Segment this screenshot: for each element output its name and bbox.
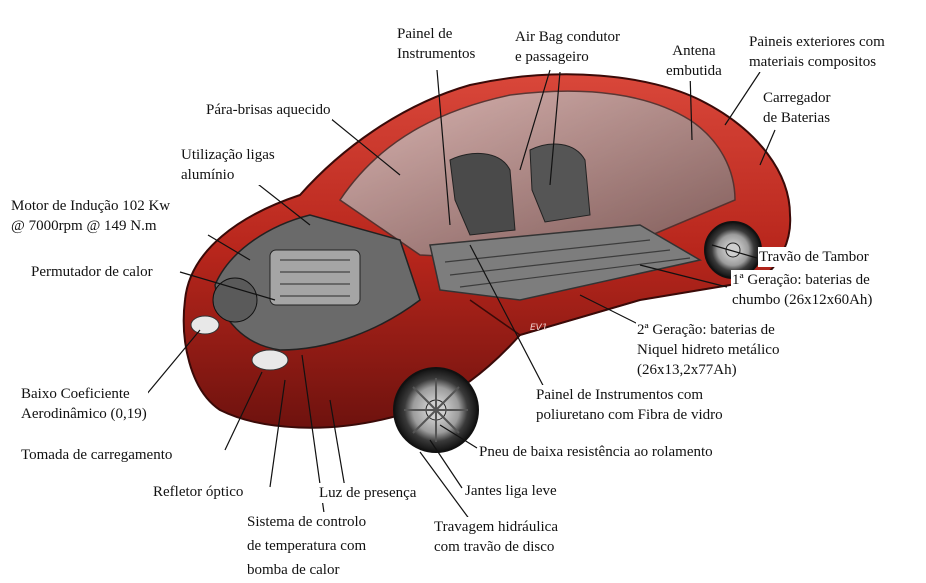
label-travagem: Travagem hidráulica com travão de disco xyxy=(433,517,559,557)
label-line: Carregador xyxy=(763,90,831,106)
label-sistema: Sistema de controlo de temperatura com b… xyxy=(246,512,368,580)
label-line: e passageiro xyxy=(515,49,589,65)
leader-line xyxy=(711,244,758,259)
leader-line xyxy=(724,71,761,126)
label-painel-poliuretano: Painel de Instrumentos com poliuretano c… xyxy=(535,385,724,425)
label-refletor: Refletor óptico xyxy=(152,482,245,502)
leader-line xyxy=(429,439,463,489)
seat-shape xyxy=(529,143,591,223)
leader-line xyxy=(689,71,693,141)
battery-rail xyxy=(444,239,691,288)
label-line: Travagem hidráulica xyxy=(434,519,558,535)
label-permutador: Permutador de calor xyxy=(30,262,154,282)
label-line: com travão de disco xyxy=(434,539,555,555)
label-line: bomba de calor xyxy=(247,562,340,578)
label-line: 1ª Geração: baterias de xyxy=(732,272,870,288)
label-line: chumbo (26x12x60Ah) xyxy=(732,292,873,308)
leader-line xyxy=(549,71,561,186)
label-line: Sistema de controlo xyxy=(247,514,367,530)
headlight-shape xyxy=(251,349,289,371)
fan-shape xyxy=(212,277,258,323)
label-line: Air Bag condutor xyxy=(515,29,620,45)
label-line: Instrumentos xyxy=(397,46,476,62)
label-line: Baixo Coeficiente xyxy=(21,386,130,402)
leader-line xyxy=(439,424,478,449)
label-line: de temperatura com xyxy=(247,538,367,554)
wheel-spokes xyxy=(404,378,468,442)
seat-shape xyxy=(449,152,516,236)
headlight-shape xyxy=(190,315,220,335)
leader-line xyxy=(639,264,728,288)
label-line: Painel de xyxy=(397,26,453,42)
leader-line xyxy=(207,234,251,261)
label-geracao-1: 1ª Geração: baterias de chumbo (26x12x60… xyxy=(731,270,874,310)
leader-line xyxy=(145,329,201,396)
car-badge: EV1 xyxy=(530,323,548,333)
label-motor: Motor de Indução 102 Kw @ 7000rpm @ 149 … xyxy=(10,196,172,236)
motor-detail xyxy=(280,259,350,297)
leader-line xyxy=(329,399,346,489)
label-geracao-2: 2ª Geração: baterias de Niquel hidreto m… xyxy=(636,320,781,380)
label-line: Niquel hidreto metálico xyxy=(637,342,780,358)
label-line: Utilização ligas xyxy=(181,147,275,163)
label-line: embutida xyxy=(666,63,722,79)
leader-line xyxy=(269,379,286,488)
label-travao-tambor: Travão de Tambor xyxy=(758,247,870,267)
label-line: alumínio xyxy=(181,167,235,183)
label-ligas-aluminio: Utilização ligas alumínio xyxy=(180,145,276,185)
label-carregador: Carregador de Baterias xyxy=(762,88,832,128)
label-line: materiais compositos xyxy=(749,54,877,70)
label-line: de Baterias xyxy=(763,110,831,126)
label-line: Painel de Instrumentos com xyxy=(536,387,704,403)
label-line: Motor de Indução 102 Kw xyxy=(11,198,171,214)
label-line: Aerodinâmico (0,19) xyxy=(21,406,147,422)
leader-line xyxy=(436,69,451,226)
label-line: @ 7000rpm @ 149 N.m xyxy=(11,218,157,234)
leader-line xyxy=(469,244,549,396)
label-line: 2ª Geração: baterias de xyxy=(637,322,775,338)
label-luz: Luz de presença xyxy=(318,483,418,503)
label-line: poliuretano com Fibra de vidro xyxy=(536,407,723,423)
leader-line xyxy=(759,129,776,166)
label-tomada: Tomada de carregamento xyxy=(20,445,174,465)
leader-line xyxy=(329,117,401,176)
door-line xyxy=(469,299,641,336)
label-air-bag: Air Bag condutor e passageiro xyxy=(514,27,621,67)
motor-block xyxy=(269,249,361,306)
label-para-brisas: Pára-brisas aquecido xyxy=(205,100,332,120)
leader-line xyxy=(224,371,263,451)
leader-line xyxy=(519,69,551,171)
label-jantes: Jantes liga leve xyxy=(464,481,558,501)
label-paineis-exteriores: Paineis exteriores com materiais composi… xyxy=(748,32,886,72)
label-baixo-coeficiente: Baixo Coeficiente Aerodinâmico (0,19) xyxy=(20,384,148,424)
label-pneu: Pneu de baixa resistência ao rolamento xyxy=(478,442,714,462)
label-line: (26x13,2x77Ah) xyxy=(637,362,737,378)
leader-lines xyxy=(145,69,776,521)
label-antena: Antena embutida xyxy=(665,41,723,81)
label-line: Paineis exteriores com xyxy=(749,34,885,50)
leader-line xyxy=(179,271,276,301)
leader-line xyxy=(419,451,471,521)
rear-wheel-hub xyxy=(725,242,741,258)
label-painel-instrumentos: Painel de Instrumentos xyxy=(396,24,477,64)
label-line: Antena xyxy=(672,43,716,59)
